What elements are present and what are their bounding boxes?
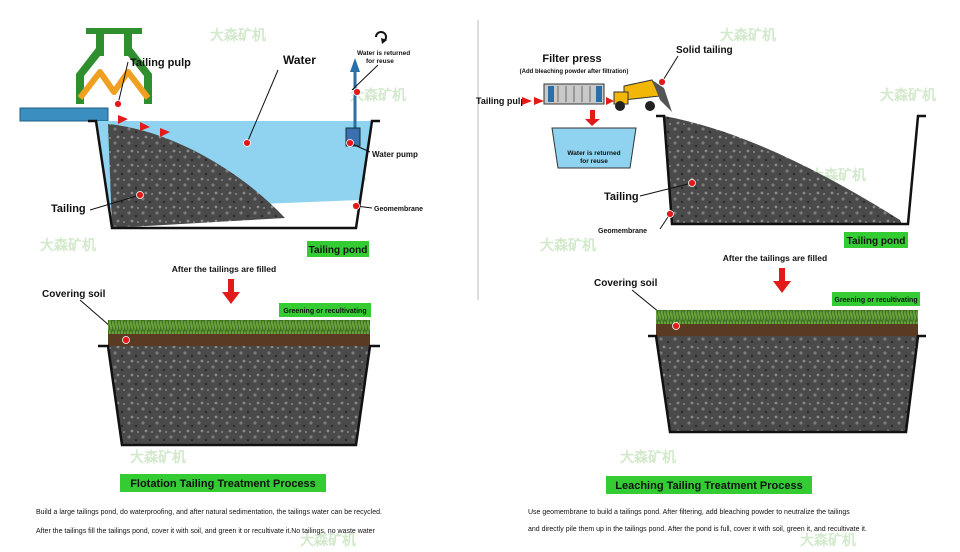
label-filter-press-note: (Add bleaching powder after filtration) (520, 69, 629, 75)
process-title-badge-left (120, 474, 326, 492)
leader-lines (89, 61, 379, 211)
tailing-mound (108, 124, 285, 228)
watermark: 大森矿机 (540, 237, 596, 253)
filled-pond-outline-right (648, 334, 926, 434)
label-covering-soil-right: Covering soil (594, 278, 658, 289)
watermark: 大森矿机 (40, 237, 96, 253)
recycle-arrows-icon (375, 31, 387, 44)
marker-dots-right (666, 179, 696, 218)
tailing-pond-label-right: Tailing pond (847, 236, 906, 247)
tailing-pond-badge-right (844, 232, 908, 248)
solid-tailing-mound (664, 116, 902, 224)
down-arrow-icon (222, 279, 240, 304)
label-water-pump: Water pump (372, 150, 418, 159)
leader-solid-tailing (661, 55, 679, 83)
tank-arrow-icon (585, 119, 600, 126)
label-tailing-right: Tailing (604, 191, 639, 203)
marker-dots (114, 88, 361, 210)
label-after-filled-right: After the tailings are filled (723, 253, 827, 263)
watermark: 大森矿机 (210, 27, 266, 43)
grass-layer-right (656, 310, 918, 324)
label-after-filled: After the tailings are filled (172, 264, 276, 274)
greening-badge-right (832, 292, 920, 306)
watermark: 大森矿机 (880, 87, 936, 103)
feed-pipe (19, 107, 109, 122)
filled-tailing (108, 346, 370, 445)
marker-dot (658, 78, 666, 86)
grass-layer (108, 320, 370, 334)
flow-arrows (118, 115, 170, 137)
filled-tailing-right (656, 336, 918, 432)
desc-left-line1: Build a large tailings pond, do waterpro… (36, 509, 382, 516)
greening-label-right: Greening or recultivating (834, 297, 917, 304)
watermark: 大森矿机 (350, 87, 406, 103)
down-arrow-icon-right (773, 268, 791, 293)
label-tailing-pulp-right: Tailing pulp (476, 96, 526, 106)
greening-label: Greening or recultivating (283, 308, 366, 315)
water-tank (551, 127, 637, 169)
company-logo-icon (76, 28, 152, 104)
watermark: 大森矿机 (300, 532, 356, 548)
return-arrow-icon (350, 58, 360, 72)
geomembrane-outline-right (656, 114, 926, 226)
tailing-pond-label: Tailing pond (309, 245, 368, 256)
filled-pond-outline (98, 344, 380, 447)
watermark: 大森矿机 (800, 532, 856, 548)
process-title-right: Leaching Tailing Treatment Process (615, 480, 802, 492)
label-solid-tailing: Solid tailing (676, 45, 733, 56)
flow-arrows-right (522, 97, 614, 105)
label-tailing: Tailing (51, 203, 86, 215)
marker-dot (122, 336, 130, 344)
desc-left-line2: After the tailings fill the tailings pon… (36, 528, 376, 535)
dump-truck-icon (613, 79, 672, 112)
label-geomembrane-right: Geomembrane (598, 228, 647, 235)
desc-right-line1: Use geomembrane to build a tailings pond… (528, 509, 850, 516)
label-filter-press: Filter press (542, 53, 601, 65)
geomembrane-outline (88, 119, 380, 230)
tailing-pond-badge (307, 241, 369, 257)
label-water-returned-right-1: Water is returned (567, 150, 620, 157)
process-title-badge-right (606, 476, 812, 494)
watermark: 大森矿机 (620, 449, 676, 465)
soil-layer-right (656, 324, 918, 336)
label-water-returned-2: for reuse (366, 58, 394, 65)
process-title-left: Flotation Tailing Treatment Process (130, 478, 316, 490)
label-water: Water (283, 53, 316, 67)
greening-badge (279, 303, 371, 317)
watermark: 大森矿机 (130, 449, 186, 465)
label-covering-soil: Covering soil (42, 289, 106, 300)
label-water-returned-1: Water is returned (357, 50, 410, 57)
tank-arrow-stem (590, 110, 595, 120)
marker-dot (672, 322, 680, 330)
desc-right-line2: and directly pile them up in the tailing… (528, 526, 867, 533)
filter-press-icon (543, 83, 605, 105)
label-water-returned-right-2: for reuse (580, 158, 608, 165)
label-geomembrane: Geomembrane (374, 206, 423, 213)
label-tailing-pulp: Tailing pulp (130, 57, 191, 69)
soil-layer (108, 334, 370, 346)
watermark: 大森矿机 (720, 27, 776, 43)
